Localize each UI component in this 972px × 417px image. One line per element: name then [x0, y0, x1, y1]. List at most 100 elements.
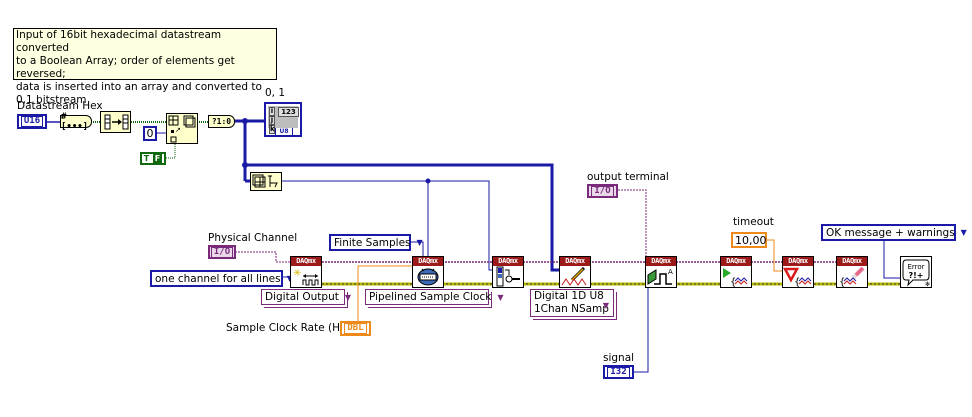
timing-type-value: Pipelined Sample Clock — [369, 291, 492, 303]
daqmx-header: DAQmx — [413, 257, 443, 266]
daqmx-configure-buffer-node[interactable]: DAQmx — [492, 256, 524, 288]
bitstream-indicator-label: 0, 1 — [265, 87, 286, 99]
daqmx-wait-until-done-node[interactable]: DAQmx { — [782, 256, 814, 288]
dropdown-arrow-icon: ▼ — [287, 274, 293, 283]
boolean-glyph: T — [143, 154, 150, 163]
write-type-ring[interactable]: Digital 1D U8 1Chan NSamp ▼ — [530, 289, 614, 317]
wire-timeout — [767, 239, 782, 272]
wire-error-dialog — [883, 240, 900, 279]
export-signal-icon: A — [647, 268, 673, 285]
svg-text:↗: ↗ — [175, 126, 181, 134]
line-grouping-value: one channel for all lines — [155, 272, 281, 285]
write-pencil-icon — [561, 266, 587, 286]
error-text: Error — [907, 263, 924, 271]
false-value: F — [152, 154, 163, 163]
svg-text:✳: ✳ — [293, 268, 301, 279]
create-channel-icon: ✳ — [293, 268, 319, 286]
physical-channel-label: Physical Channel — [208, 232, 298, 244]
boolean-to-01-glyph: ?1:0 — [211, 117, 232, 126]
error-glyph: ?!+ — [909, 271, 924, 280]
signal-type: I32 — [607, 366, 630, 378]
daqmx-write-node[interactable]: DAQmx — [559, 256, 591, 288]
write-type-line2: 1Chan NSamp — [534, 303, 609, 315]
line-grouping-ring[interactable]: one channel for all lines ▼ — [150, 270, 293, 287]
clock-icon — [417, 268, 439, 286]
sample-clock-rate-type: DBL — [344, 323, 367, 334]
index-constant[interactable]: 0 — [143, 126, 157, 141]
dropdown-arrow-icon: ▼ — [416, 238, 423, 247]
false-constant[interactable]: T F — [140, 152, 166, 165]
number-to-boolean-array-node[interactable]: #[•••] — [60, 112, 92, 132]
bitstream-indicator[interactable]: i j k 123 U8 — [264, 102, 302, 137]
error-speech-bubble-icon: Error ?!+ ✻ — [902, 259, 930, 288]
output-terminal-type: I/O — [591, 185, 614, 197]
timeout-label: timeout — [733, 216, 774, 228]
physical-channel-type: I/O — [210, 246, 234, 258]
svg-text:{: { — [794, 277, 800, 287]
array-size-icon — [252, 174, 278, 188]
insert-into-array-icon: ↗ — [168, 115, 196, 143]
task-type-ring[interactable]: Digital Output ▼ — [261, 289, 351, 305]
dropdown-arrow-icon: ▼ — [344, 292, 352, 302]
boolean-to-01-node[interactable]: ?1:0 — [208, 115, 235, 128]
reverse-array-icon — [104, 114, 128, 130]
dropdown-arrow-icon: ▼ — [960, 228, 967, 237]
daqmx-start-task-node[interactable]: DAQmx { — [720, 256, 752, 288]
daqmx-header: DAQmx — [721, 257, 751, 266]
timeout-constant[interactable]: 10,00 — [731, 232, 767, 248]
number-to-boolean-glyph: #[•••] — [61, 111, 89, 132]
wire-physical-channel — [235, 251, 290, 263]
sample-clock-rate-control[interactable]: DBL — [340, 321, 371, 336]
physical-channel-control[interactable]: I/O — [208, 245, 236, 259]
timeout-value: 10,00 — [735, 233, 767, 247]
index-i: i — [269, 107, 275, 116]
simple-error-handler-node[interactable]: Error ?!+ ✻ — [900, 256, 932, 288]
output-terminal-label: output terminal — [587, 171, 669, 183]
diagram-comment: Input of 16bit hexadecimal datastream co… — [13, 28, 277, 106]
daqmx-create-channel-node[interactable]: DAQmx ✳ — [290, 256, 322, 288]
svg-text:{: { — [730, 277, 736, 287]
daqmx-timing-node[interactable]: DAQmx — [412, 256, 444, 288]
task-type-value: Digital Output — [265, 291, 339, 303]
daqmx-header: DAQmx — [837, 257, 867, 266]
daqmx-export-signal-node[interactable]: DAQmx A — [645, 256, 677, 288]
signal-label: signal — [603, 352, 635, 364]
daqmx-header: DAQmx — [291, 257, 321, 266]
svg-text:✻: ✻ — [925, 281, 930, 287]
daqmx-header: DAQmx — [646, 257, 676, 266]
error-dialog-type-value: OK message + warnings — [826, 226, 955, 239]
datastream-hex-type: U16 — [20, 116, 44, 127]
sample-clock-rate-label: Sample Clock Rate (Hz) — [226, 322, 350, 334]
sample-mode-ring[interactable]: Finite Samples ▼ — [329, 234, 423, 251]
daqmx-header: DAQmx — [783, 257, 813, 266]
write-type-line1: Digital 1D U8 — [534, 290, 604, 302]
wire-bool-false — [166, 143, 176, 159]
daqmx-header: DAQmx — [560, 257, 590, 266]
error-dialog-type-ring[interactable]: OK message + warnings ▼ — [821, 224, 967, 241]
wire-rate — [357, 265, 412, 328]
output-terminal-control[interactable]: I/O — [587, 184, 618, 198]
insert-into-array-node[interactable]: ↗ — [166, 113, 198, 144]
buffer-icon — [496, 266, 520, 287]
datastream-hex-label: Datastream Hex — [17, 100, 103, 112]
sample-mode-value: Finite Samples — [334, 236, 411, 249]
svg-text:A: A — [668, 268, 673, 276]
clear-eraser-icon: { — [839, 266, 865, 287]
timing-type-ring[interactable]: Pipelined Sample Clock ▼ — [365, 289, 504, 305]
wire-signal — [634, 288, 649, 373]
datastream-hex-control[interactable]: U16 — [17, 114, 47, 129]
wait-stop-icon: { — [783, 267, 812, 287]
bitstream-type: U8 — [275, 128, 293, 136]
dropdown-arrow-icon: ▼ — [602, 301, 609, 310]
index-j: j — [269, 116, 275, 125]
svg-text:{: { — [839, 277, 845, 287]
array-size-node[interactable] — [250, 172, 282, 191]
index-constant-value: 0 — [146, 127, 154, 140]
signal-indicator[interactable]: I32 — [603, 365, 634, 379]
daqmx-clear-task-node[interactable]: DAQmx { — [836, 256, 868, 288]
element-value: 123 — [278, 107, 299, 117]
wire-size — [282, 180, 493, 271]
index-k: k — [269, 125, 275, 134]
reverse-array-node[interactable] — [100, 111, 131, 133]
daqmx-header: DAQmx — [493, 257, 523, 266]
